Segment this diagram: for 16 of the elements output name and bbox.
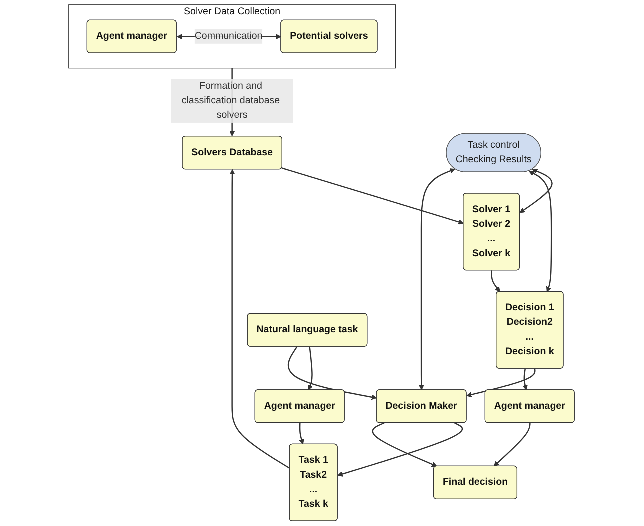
arrow [288, 346, 378, 400]
arrow [230, 169, 290, 469]
arrow [529, 171, 552, 292]
arrow [282, 168, 464, 225]
arrow [520, 169, 554, 214]
arrow [299, 423, 305, 445]
arrow [372, 422, 438, 468]
arrow [522, 368, 528, 390]
arrow [308, 346, 314, 390]
arrow [419, 168, 456, 390]
arrow [494, 423, 532, 467]
edge-label: Formation and classification database solvers [182, 80, 280, 121]
edge-label: Communication [195, 31, 263, 42]
arrow [491, 270, 501, 292]
arrow [338, 422, 464, 477]
arrow [466, 368, 536, 398]
